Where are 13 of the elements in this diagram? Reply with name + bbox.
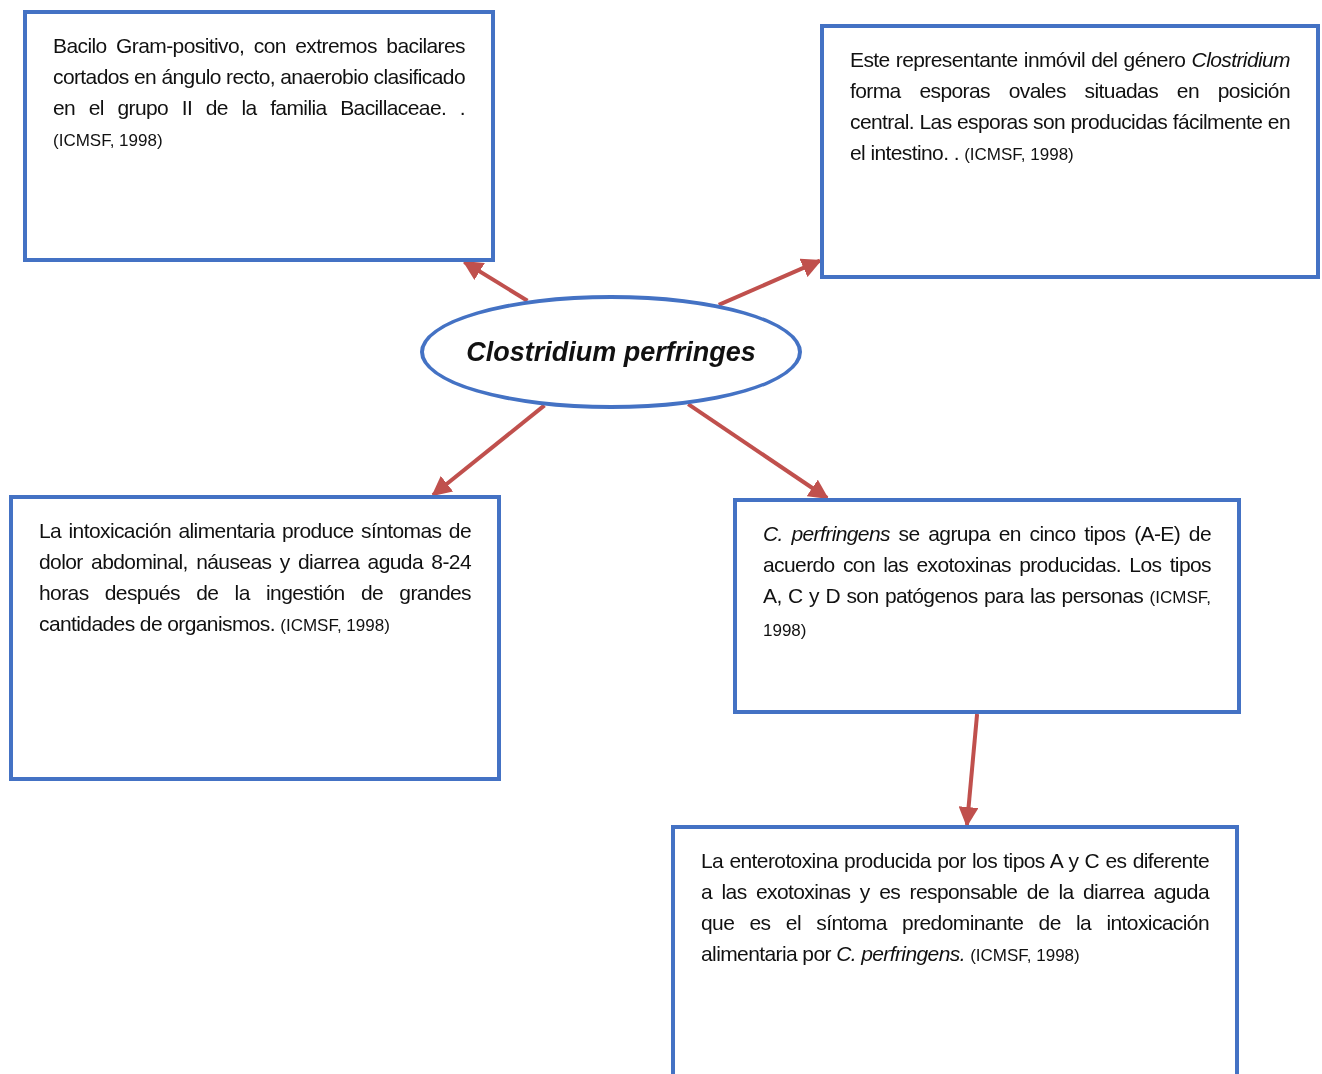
description-text: La enterotoxina producida por los tipos A y C es diferente a las exotoxinas y es responsable de la diarrea aguda que es el síntoma predominante de la intoxicación alimentaria por C. perfringens. (ICMSF, 1998) (701, 848, 1209, 967)
arrow (717, 258, 822, 307)
topic-title: Clostridium perfringes (466, 336, 756, 368)
text-box (733, 498, 1241, 714)
text-box (9, 495, 501, 781)
text-box (671, 825, 1239, 1074)
description-text: Bacilo Gram-positivo, con extremos bacilares cortados en ángulo recto, anaerobio clasificado en el grupo II de la familia Bacillaceae. . (ICMSF, 1998) (53, 33, 465, 152)
text-box (23, 10, 495, 262)
description-text: C. perfringens se agrupa en cinco tipos (A-E) de acuerdo con las exotoxinas producidas. Los tipos A, C y D son patógenos para las personas (ICMSF, 1998) (763, 521, 1211, 642)
text-box (820, 24, 1320, 279)
description-text: Este representante inmóvil del género Clostridium forma esporas ovales situadas en posición central. Las esporas son producidas fácilmente en el intestino. . (ICMSF, 1998) (850, 47, 1290, 166)
arrow (958, 713, 980, 827)
description-text: La intoxicación alimentaria produce síntomas de dolor abdominal, náuseas y diarrea aguda 8-24 horas después de la ingestión de grandes cantidades de organismos. (ICMSF, 1998) (39, 518, 471, 637)
